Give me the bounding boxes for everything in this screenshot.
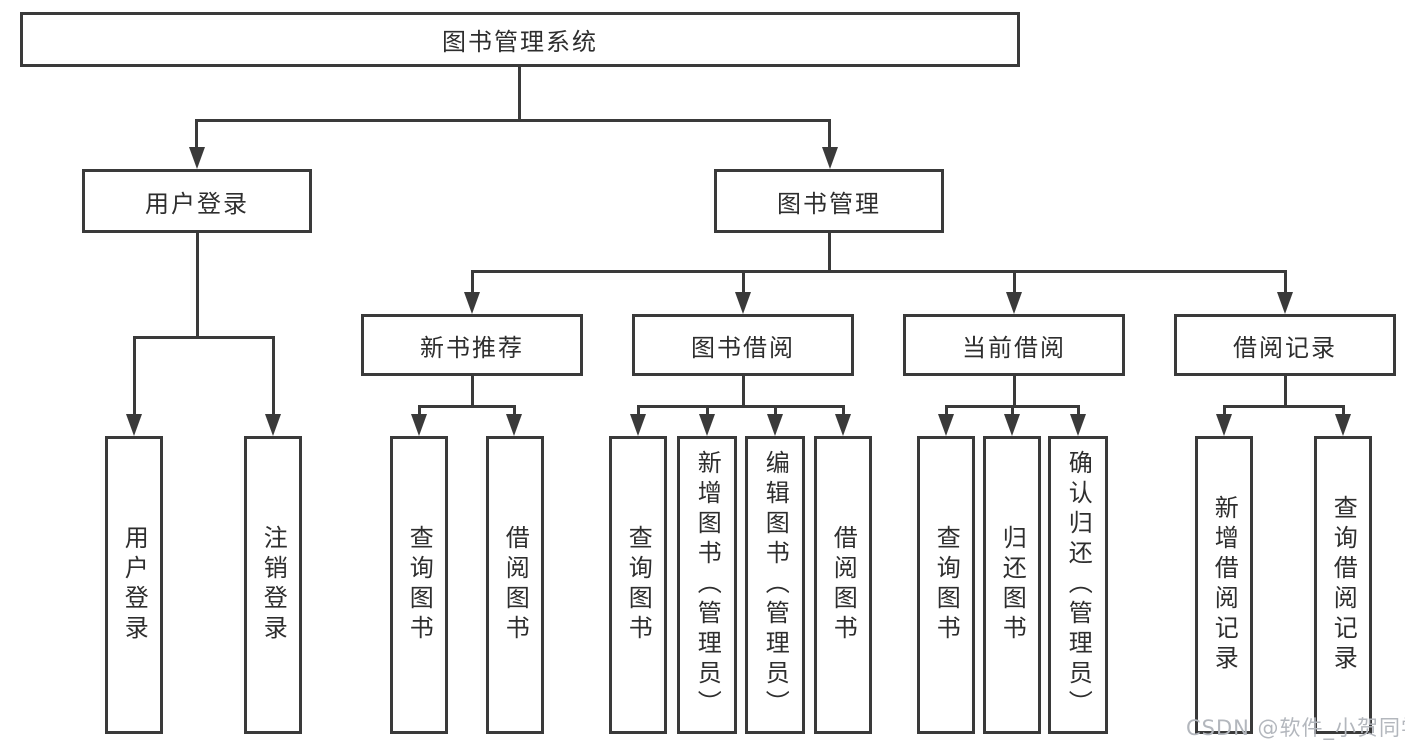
connector-module4-stem <box>1284 270 1287 294</box>
node-user-login-leaf-label: 用户登录 <box>120 525 149 645</box>
arrowhead-m2-leaf4 <box>835 414 851 436</box>
connector-m4-leaf1-stem <box>1223 405 1226 416</box>
arrowhead-m3-leaf3 <box>1070 414 1086 436</box>
node-cb-confirm-return-admin-label: 确认归还（管理员） <box>1064 450 1093 720</box>
node-book-management: 图书管理 <box>714 169 944 233</box>
arrowhead-m1-leaf2 <box>506 414 522 436</box>
node-borrow-records: 借阅记录 <box>1174 314 1396 376</box>
node-logout: 注销登录 <box>244 436 302 734</box>
connector-m2-leaf2-stem <box>706 405 709 416</box>
arrowhead-user-login <box>189 147 205 169</box>
arrowhead-m3-leaf1 <box>938 414 954 436</box>
node-current-borrow: 当前借阅 <box>903 314 1125 376</box>
connector-m1-rail <box>418 405 516 408</box>
connector-login-leaf1-stem <box>133 336 136 414</box>
node-bb-add-books-admin-label: 新增图书（管理员） <box>693 450 722 720</box>
connector-root-stem <box>518 67 521 119</box>
node-book-management-label: 图书管理 <box>777 189 881 218</box>
node-user-login-branch-label: 用户登录 <box>145 189 249 218</box>
node-current-borrow-label: 当前借阅 <box>962 333 1066 362</box>
node-user-login-branch: 用户登录 <box>82 169 312 233</box>
connector-login-down <box>196 233 199 336</box>
arrowhead-m2-leaf2 <box>699 414 715 436</box>
arrowhead-login-leaf1 <box>126 414 142 436</box>
node-root-label: 图书管理系统 <box>442 28 598 56</box>
node-bb-query-books: 查询图书 <box>609 436 667 734</box>
node-br-add-record: 新增借阅记录 <box>1195 436 1253 734</box>
node-bb-query-books-label: 查询图书 <box>624 525 653 645</box>
arrowhead-m1-leaf1 <box>411 414 427 436</box>
connector-module2-stem <box>742 270 745 294</box>
connector-book-mgmt-stem <box>828 119 831 149</box>
node-cb-return-books: 归还图书 <box>983 436 1041 734</box>
node-bb-edit-books-admin: 编辑图书（管理员） <box>745 436 805 734</box>
node-user-login-leaf: 用户登录 <box>105 436 163 734</box>
node-bb-borrow-books: 借阅图书 <box>814 436 872 734</box>
arrowhead-module2 <box>735 292 751 314</box>
connector-module1-stem <box>471 270 474 294</box>
connector-m2-leaf1-stem <box>637 405 640 416</box>
node-new-book-recommend-label: 新书推荐 <box>420 333 524 362</box>
node-cb-query-books-label: 查询图书 <box>932 525 961 645</box>
connector-login-rail <box>133 336 275 339</box>
node-logout-label: 注销登录 <box>259 525 288 645</box>
connector-m2-rail <box>637 405 844 408</box>
arrowhead-m2-leaf1 <box>630 414 646 436</box>
connector-m4-leaf2-stem <box>1342 405 1345 416</box>
connector-m2-leaf3-stem <box>774 405 777 416</box>
arrowhead-m4-leaf2 <box>1335 414 1351 436</box>
node-br-query-record: 查询借阅记录 <box>1314 436 1372 734</box>
connector-module3-stem <box>1013 270 1016 294</box>
arrowhead-m2-leaf3 <box>767 414 783 436</box>
connector-m1-leaf1-stem <box>418 405 421 416</box>
node-cb-return-books-label: 归还图书 <box>998 525 1027 645</box>
node-nb-query-books: 查询图书 <box>390 436 448 734</box>
connector-m2-leaf4-stem <box>842 405 845 416</box>
connector-m4-down <box>1284 376 1287 405</box>
arrowhead-module3 <box>1006 292 1022 314</box>
node-new-book-recommend: 新书推荐 <box>361 314 583 376</box>
connector-login-leaf2-stem <box>272 336 275 414</box>
arrowhead-book-mgmt <box>822 147 838 169</box>
connector-user-login-stem <box>195 119 198 149</box>
arrowhead-module4 <box>1277 292 1293 314</box>
connector-m3-leaf2-stem <box>1011 405 1014 416</box>
arrowhead-login-leaf2 <box>265 414 281 436</box>
node-bb-borrow-books-label: 借阅图书 <box>829 525 858 645</box>
node-bb-add-books-admin: 新增图书（管理员） <box>677 436 737 734</box>
node-cb-confirm-return-admin: 确认归还（管理员） <box>1048 436 1108 734</box>
node-nb-borrow-books: 借阅图书 <box>486 436 544 734</box>
arrowhead-m4-leaf1 <box>1216 414 1232 436</box>
arrowhead-module1 <box>464 292 480 314</box>
connector-root-rail <box>195 119 831 122</box>
node-nb-borrow-books-label: 借阅图书 <box>501 525 530 645</box>
watermark: CSDN @软件_小贺同学 <box>1186 716 1405 740</box>
connector-m3-leaf3-stem <box>1077 405 1080 416</box>
node-cb-query-books: 查询图书 <box>917 436 975 734</box>
connector-m3-down <box>1013 376 1016 405</box>
node-bb-edit-books-admin-label: 编辑图书（管理员） <box>761 450 790 720</box>
connector-mgmt-down <box>828 233 831 270</box>
node-nb-query-books-label: 查询图书 <box>405 525 434 645</box>
node-root: 图书管理系统 <box>20 12 1020 67</box>
connector-m1-down <box>471 376 474 405</box>
arrowhead-m3-leaf2 <box>1004 414 1020 436</box>
node-book-borrow-label: 图书借阅 <box>691 333 795 362</box>
node-br-add-record-label: 新增借阅记录 <box>1210 495 1239 675</box>
node-book-borrow: 图书借阅 <box>632 314 854 376</box>
connector-m3-leaf1-stem <box>945 405 948 416</box>
connector-mgmt-rail <box>471 270 1287 273</box>
connector-m2-down <box>742 376 745 405</box>
node-br-query-record-label: 查询借阅记录 <box>1329 495 1358 675</box>
connector-m1-leaf2-stem <box>513 405 516 416</box>
node-borrow-records-label: 借阅记录 <box>1233 333 1337 362</box>
connector-m4-rail <box>1223 405 1344 408</box>
